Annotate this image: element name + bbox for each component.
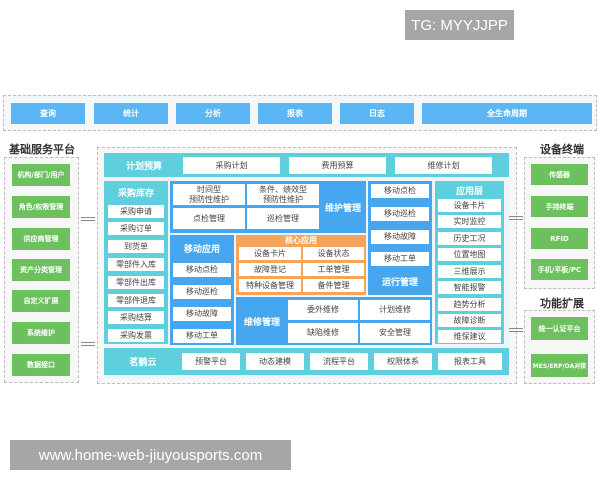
- top-btn-log[interactable]: 日志: [340, 103, 414, 124]
- left-arrow-top: [81, 216, 95, 222]
- plan-purchase[interactable]: 采购计划: [183, 157, 280, 174]
- app-layer-label: 应用层: [455, 186, 483, 197]
- top-btn-analysis[interactable]: 分析: [176, 103, 250, 124]
- device-rfid[interactable]: RFID: [531, 228, 588, 249]
- repair-outsourced[interactable]: 委外维修: [288, 300, 358, 320]
- core-item-0[interactable]: 设备卡片: [239, 247, 301, 260]
- cloud-label: 茗鹤云: [129, 358, 157, 368]
- app-layer-item-6[interactable]: 趋势分析: [438, 298, 501, 311]
- plan-expense-budget[interactable]: 费用预算: [289, 157, 386, 174]
- purchase-item-2[interactable]: 到货单: [108, 240, 164, 253]
- watermark-bottom: www.home-web-jiuyousports.com: [10, 440, 291, 470]
- time-based-pm-label: 时间型 预防性维护: [189, 185, 229, 204]
- purchase-item-4[interactable]: 零部件出库: [108, 276, 164, 289]
- app-layer-item-5[interactable]: 智能报警: [438, 281, 501, 294]
- left-item-sys-maint[interactable]: 系统维护: [12, 322, 70, 344]
- plan-repair[interactable]: 维修计划: [395, 157, 492, 174]
- mobile-app-item-3[interactable]: 移动工单: [173, 329, 231, 343]
- ext-title: 功能扩展: [540, 297, 584, 310]
- app-layer-item-8[interactable]: 维保建议: [438, 330, 501, 343]
- top-btn-statistics[interactable]: 统计: [94, 103, 168, 124]
- time-based-pm[interactable]: 时间型 预防性维护: [173, 184, 245, 205]
- left-item-custom-ext[interactable]: 自定义扩展: [12, 290, 70, 312]
- right-arrow-top: [509, 215, 523, 221]
- left-item-supplier[interactable]: 供应商管理: [12, 228, 70, 250]
- app-layer-item-2[interactable]: 历史工况: [438, 232, 501, 245]
- app-layer-item-7[interactable]: 故障诊断: [438, 314, 501, 327]
- cloud-item-2[interactable]: 流程平台: [310, 353, 368, 370]
- operation-mgmt-label: 运行管理: [381, 277, 418, 288]
- left-panel-title: 基础服务平台: [9, 143, 75, 156]
- repair-safety[interactable]: 安全管理: [360, 323, 430, 343]
- app-layer-item-3[interactable]: 位置地图: [438, 248, 501, 261]
- ext-sso[interactable]: 统一认证平台: [531, 317, 588, 340]
- plan-budget-label: 计划预算: [125, 161, 162, 172]
- operation-item-0[interactable]: 移动点检: [371, 184, 429, 198]
- core-item-2[interactable]: 故障登记: [239, 263, 301, 276]
- mobile-app-item-1[interactable]: 移动巡检: [173, 285, 231, 299]
- watermark-top: TG: MYYJJPP: [405, 10, 514, 40]
- top-btn-lifecycle[interactable]: 全生命周期: [422, 103, 592, 124]
- purchase-item-6[interactable]: 采购结算: [108, 311, 164, 324]
- operation-item-2[interactable]: 移动故障: [371, 230, 429, 244]
- repair-planned[interactable]: 计划维修: [360, 300, 430, 320]
- repair-mgmt-label: 维修管理: [243, 317, 280, 328]
- left-item-org[interactable]: 机构/部门/用户: [12, 164, 70, 186]
- device-sensor[interactable]: 传感器: [531, 164, 588, 185]
- cloud-item-3[interactable]: 权限体系: [374, 353, 432, 370]
- purchase-item-7[interactable]: 采购发票: [108, 329, 164, 342]
- purchase-item-5[interactable]: 零部件退库: [108, 294, 164, 307]
- top-btn-query[interactable]: 查询: [11, 103, 85, 124]
- cloud-item-4[interactable]: 报表工具: [438, 353, 502, 370]
- app-layer-item-1[interactable]: 实时监控: [438, 215, 501, 228]
- operation-item-3[interactable]: 移动工单: [371, 252, 429, 266]
- mobile-app-item-0[interactable]: 移动点检: [173, 263, 231, 277]
- purchase-item-0[interactable]: 采购申请: [108, 205, 164, 218]
- right-arrow-bottom: [509, 327, 523, 333]
- mobile-app-label: 移动应用: [183, 244, 220, 255]
- core-item-5[interactable]: 备件管理: [303, 279, 364, 292]
- left-item-data-api[interactable]: 数据接口: [12, 354, 70, 376]
- core-app-label: 核心应用: [285, 236, 317, 245]
- operation-item-1[interactable]: 移动巡检: [371, 207, 429, 221]
- cloud-item-0[interactable]: 预警平台: [182, 353, 240, 370]
- core-item-4[interactable]: 特种设备管理: [239, 279, 301, 292]
- device-mobile-pc[interactable]: 手机/平板/PC: [531, 259, 588, 280]
- condition-based-pm[interactable]: 条件、绩效型 预防性维护: [247, 184, 319, 205]
- maintenance-mgmt-label: 维护管理: [324, 203, 361, 214]
- top-btn-report[interactable]: 报表: [258, 103, 332, 124]
- devices-title: 设备终端: [540, 143, 584, 156]
- device-handheld[interactable]: 手持终端: [531, 196, 588, 217]
- left-item-asset-class[interactable]: 资产分类管理: [12, 259, 70, 281]
- left-item-roles[interactable]: 角色/权限管理: [12, 196, 70, 218]
- cloud-item-1[interactable]: 动态建模: [246, 353, 304, 370]
- core-item-1[interactable]: 设备状态: [303, 247, 364, 260]
- purchase-item-1[interactable]: 采购订单: [108, 222, 164, 235]
- patrol-check-mgmt[interactable]: 巡检管理: [247, 208, 319, 229]
- purchase-inventory-label: 采购库存: [117, 188, 154, 199]
- repair-defect[interactable]: 缺陷维修: [288, 323, 358, 343]
- condition-based-pm-label: 条件、绩效型 预防性维护: [259, 185, 307, 204]
- mobile-app-item-2[interactable]: 移动故障: [173, 307, 231, 321]
- left-arrow-bottom: [81, 341, 95, 347]
- purchase-item-3[interactable]: 零部件入库: [108, 258, 164, 271]
- app-layer-item-0[interactable]: 设备卡片: [438, 199, 501, 212]
- ext-mes-erp-oa[interactable]: MES/ERP/OA对接: [531, 354, 588, 377]
- app-layer-item-4[interactable]: 三维展示: [438, 265, 501, 278]
- core-item-3[interactable]: 工单管理: [303, 263, 364, 276]
- spot-check-mgmt[interactable]: 点检管理: [173, 208, 245, 229]
